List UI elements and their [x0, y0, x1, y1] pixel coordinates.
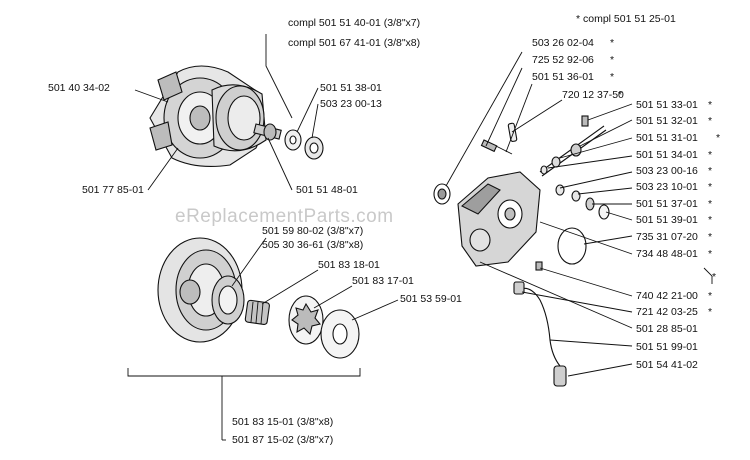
label-501831801: 501 83 18-01: [318, 259, 380, 271]
label-501831701: 501 83 17-01: [352, 275, 414, 287]
asterisk: *: [708, 231, 712, 243]
label-505303661: 505 30 36-61 (3/8"x8): [262, 239, 363, 251]
label-501403402: 501 40 34-02: [48, 82, 110, 94]
label-501513901: 501 51 39-01: [636, 214, 698, 226]
clutch-assembly-illustration: [149, 65, 324, 167]
asterisk: *: [708, 165, 712, 177]
asterisk: *: [716, 132, 720, 144]
label-501778501: 501 77 85-01: [82, 184, 144, 196]
label-503260204: 503 26 02-04: [532, 37, 594, 49]
leader-lines-bottom-left: [127, 237, 399, 441]
label-501871502: 501 87 15-02 (3/8"x7): [232, 434, 333, 446]
label-501513601: 501 51 36-01: [532, 71, 594, 83]
label-720123750: 720 12 37-50: [562, 89, 624, 101]
asterisk: *: [708, 214, 712, 226]
label-503231001: 503 23 10-01: [636, 181, 698, 193]
label-725529206: 725 52 92-06: [532, 54, 594, 66]
label-501513201: 501 51 32-01: [636, 115, 698, 127]
label-501513401: 501 51 34-01: [636, 149, 698, 161]
asterisk: *: [610, 71, 614, 83]
asterisk: *: [708, 198, 712, 210]
asterisk: *: [708, 181, 712, 193]
label-501831501: 501 83 15-01 (3/8"x8): [232, 416, 333, 428]
label-501513101: 501 51 31-01: [636, 132, 698, 144]
label-compl-501674101: compl 501 67 41-01 (3/8"x8): [288, 37, 420, 49]
watermark: eReplacementParts.com: [175, 206, 394, 227]
label-501513701: 501 51 37-01: [636, 198, 698, 210]
kit-asterisks: * * * * * * * * * * * * * * * * *: [610, 37, 720, 318]
asterisk: *: [610, 54, 614, 66]
asterisk: *: [618, 89, 622, 101]
leader-lines-right: [445, 51, 713, 377]
label-740422100: 740 42 21-00: [636, 290, 698, 302]
label-501519901: 501 51 99-01: [636, 341, 698, 353]
label-501514801: 501 51 48-01: [296, 184, 358, 196]
asterisk: *: [708, 290, 712, 302]
asterisk: *: [610, 37, 614, 49]
leader-lines-top-left: [134, 34, 319, 191]
label-501535901: 501 53 59-01: [400, 293, 462, 305]
asterisk: *: [708, 248, 712, 260]
asterisk: *: [708, 149, 712, 161]
asterisk: *: [708, 115, 712, 127]
oil-pump-illustration: [433, 115, 610, 387]
label-compl-501514001: compl 501 51 40-01 (3/8"x7): [288, 17, 420, 29]
part-labels: compl 501 51 40-01 (3/8"x7) compl 501 67…: [48, 13, 698, 446]
label-503230016: 503 23 00-16: [636, 165, 698, 177]
label-734484801: 734 48 48-01: [636, 248, 698, 260]
label-501598002: 501 59 80-02 (3/8"x7): [262, 225, 363, 237]
clutch-drum-illustration: [157, 237, 360, 359]
label-compl-501512501: * compl 501 51 25-01: [576, 13, 676, 25]
asterisk: *: [712, 271, 716, 283]
asterisk: *: [708, 306, 712, 318]
label-501288501: 501 28 85-01: [636, 323, 698, 335]
label-501513301: 501 51 33-01: [636, 99, 698, 111]
label-735310720: 735 31 07-20: [636, 231, 698, 243]
label-501513801: 501 51 38-01: [320, 82, 382, 94]
label-503230013: 503 23 00-13: [320, 98, 382, 110]
label-721420325: 721 42 03-25: [636, 306, 698, 318]
label-501544102: 501 54 41-02: [636, 359, 698, 371]
asterisk: *: [708, 99, 712, 111]
